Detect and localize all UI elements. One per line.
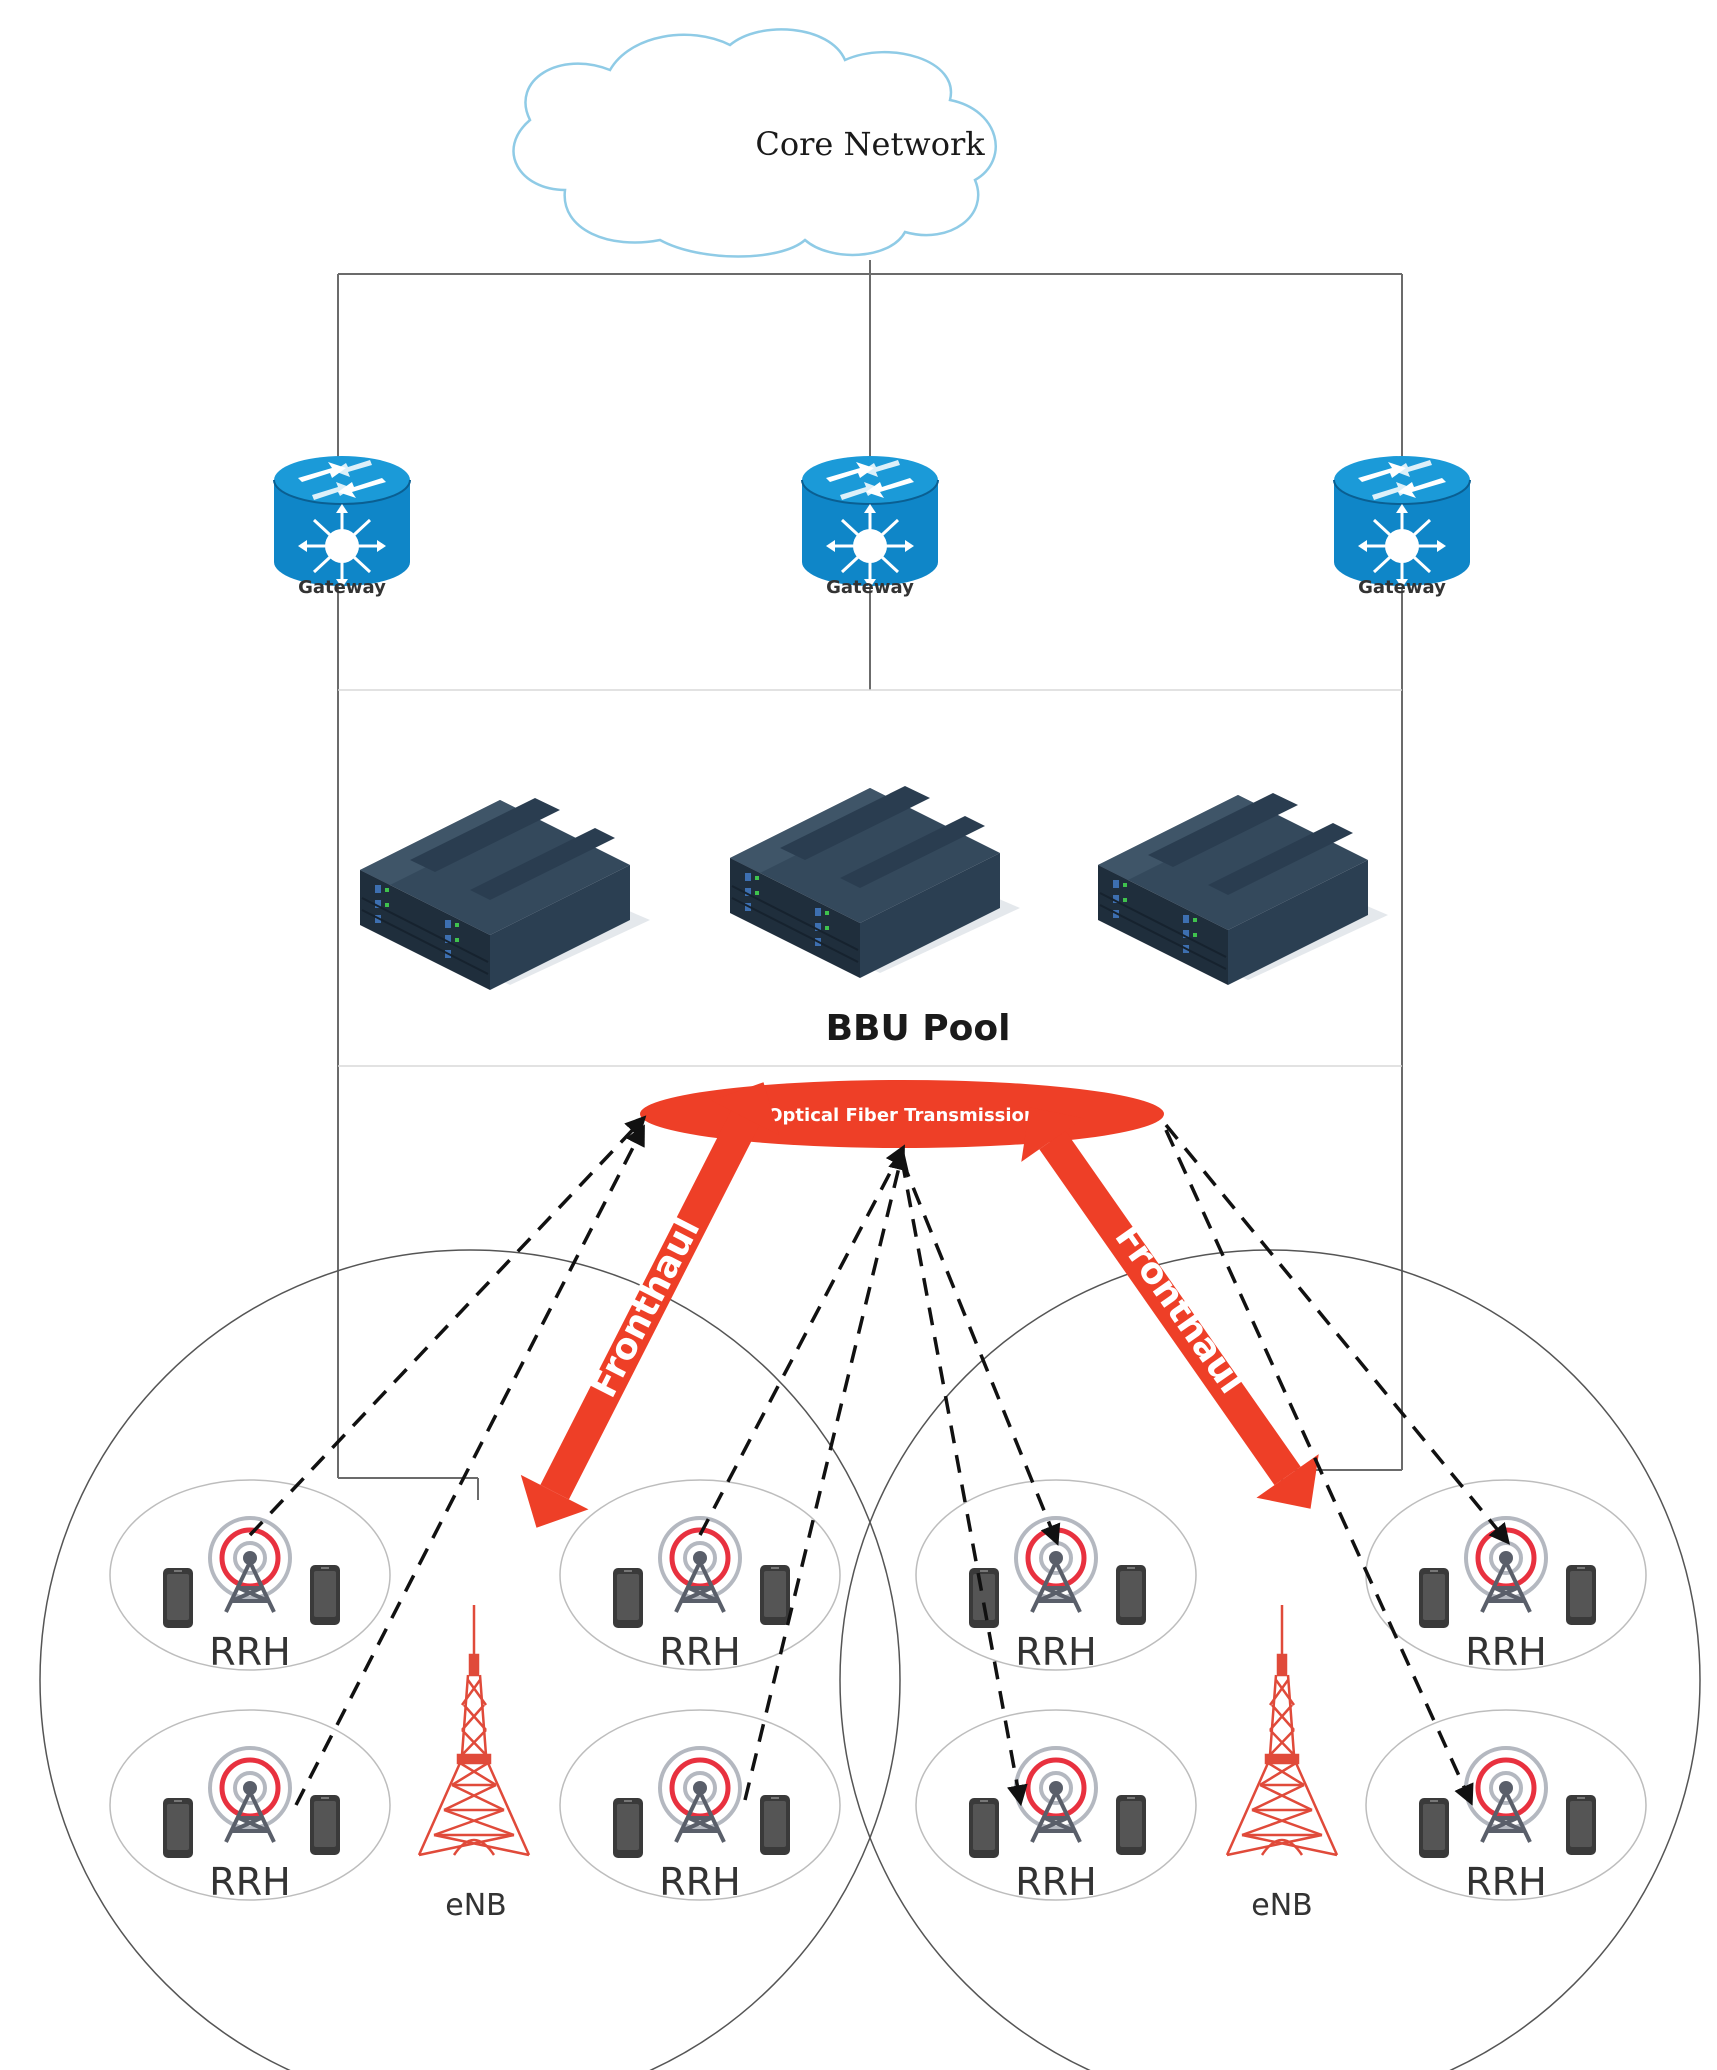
phone-icon — [1116, 1795, 1146, 1855]
antenna-icon — [1466, 1748, 1546, 1842]
gateway-2-label: Gateway — [826, 577, 914, 598]
phone-icon — [1419, 1568, 1449, 1628]
antenna-icon — [1016, 1748, 1096, 1842]
coverage-cell-left — [39, 1249, 901, 2070]
phone-icon — [613, 1568, 643, 1628]
bbu-server-3 — [1097, 764, 1389, 986]
phone-icon — [163, 1568, 193, 1628]
rrh-unit-4 — [613, 1748, 790, 1858]
enb-tower-left — [417, 1603, 531, 1857]
server-icon — [729, 757, 1021, 979]
phone-icon — [1419, 1798, 1449, 1858]
router-icon — [800, 454, 940, 590]
rrh-unit-6 — [1419, 1518, 1596, 1628]
router-icon — [1332, 454, 1472, 590]
bbu-pool-region — [338, 689, 1402, 1067]
fronthaul-arrow-left — [520, 1082, 780, 1528]
router-icon — [272, 454, 412, 590]
core-network-label: Core Network — [755, 125, 985, 163]
rrh-unit-7 — [969, 1748, 1146, 1858]
rrh-label-8: RRH — [1465, 1860, 1546, 1904]
antenna-icon — [660, 1748, 740, 1842]
gateway-1 — [272, 454, 412, 590]
phone-icon — [163, 1798, 193, 1858]
gateway-3 — [1332, 454, 1472, 590]
tower-icon — [417, 1603, 531, 1857]
rrh-ellipses — [109, 1479, 1647, 1901]
phone-icon — [1566, 1795, 1596, 1855]
tower-icon — [1225, 1603, 1339, 1857]
enb-tower-right — [1225, 1603, 1339, 1857]
optical-fiber-label: Optical Fiber Transmission — [767, 1105, 1036, 1126]
rrh-label-6: RRH — [1465, 1630, 1546, 1674]
bbu-server-1 — [359, 769, 651, 991]
phone-icon — [1116, 1565, 1146, 1625]
rrh-label-1: RRH — [209, 1630, 290, 1674]
antenna-icon — [210, 1518, 290, 1612]
rrh-label-3: RRH — [209, 1860, 290, 1904]
enb-label-right: eNB — [1251, 1888, 1312, 1923]
antenna-icon — [210, 1748, 290, 1842]
antenna-icon — [1466, 1518, 1546, 1612]
rrh-label-5: RRH — [1015, 1630, 1096, 1674]
antenna-icon — [1016, 1518, 1096, 1612]
server-icon — [359, 769, 651, 991]
fronthaul-label-left: Fronthaul — [583, 1211, 708, 1404]
fronthaul-label-right: Fronthaul — [1107, 1218, 1253, 1402]
phone-icon — [760, 1565, 790, 1625]
rrh-unit-8 — [1419, 1748, 1596, 1858]
rrh-label-4: RRH — [659, 1860, 740, 1904]
fronthaul-arrow-right — [1021, 1107, 1319, 1509]
rrh-label-7: RRH — [1015, 1860, 1096, 1904]
phone-icon — [613, 1798, 643, 1858]
server-icon — [1097, 764, 1389, 986]
bbu-server-2 — [729, 757, 1021, 979]
phone-icon — [969, 1798, 999, 1858]
phone-icon — [1566, 1565, 1596, 1625]
dashed-links — [248, 1115, 1510, 1807]
gateway-3-label: Gateway — [1358, 577, 1446, 598]
rrh-unit-5 — [969, 1518, 1146, 1628]
phone-icon — [310, 1795, 340, 1855]
gateway-2 — [800, 454, 940, 590]
phone-icon — [969, 1568, 999, 1628]
enb-label-left: eNB — [445, 1888, 506, 1923]
gateway-1-label: Gateway — [298, 577, 386, 598]
phone-icon — [760, 1795, 790, 1855]
rrh-label-2: RRH — [659, 1630, 740, 1674]
rrh-unit-3 — [163, 1748, 340, 1858]
bbu-pool-label: BBU Pool — [826, 1008, 1011, 1049]
coverage-cell-right — [839, 1249, 1701, 2070]
phone-icon — [310, 1565, 340, 1625]
